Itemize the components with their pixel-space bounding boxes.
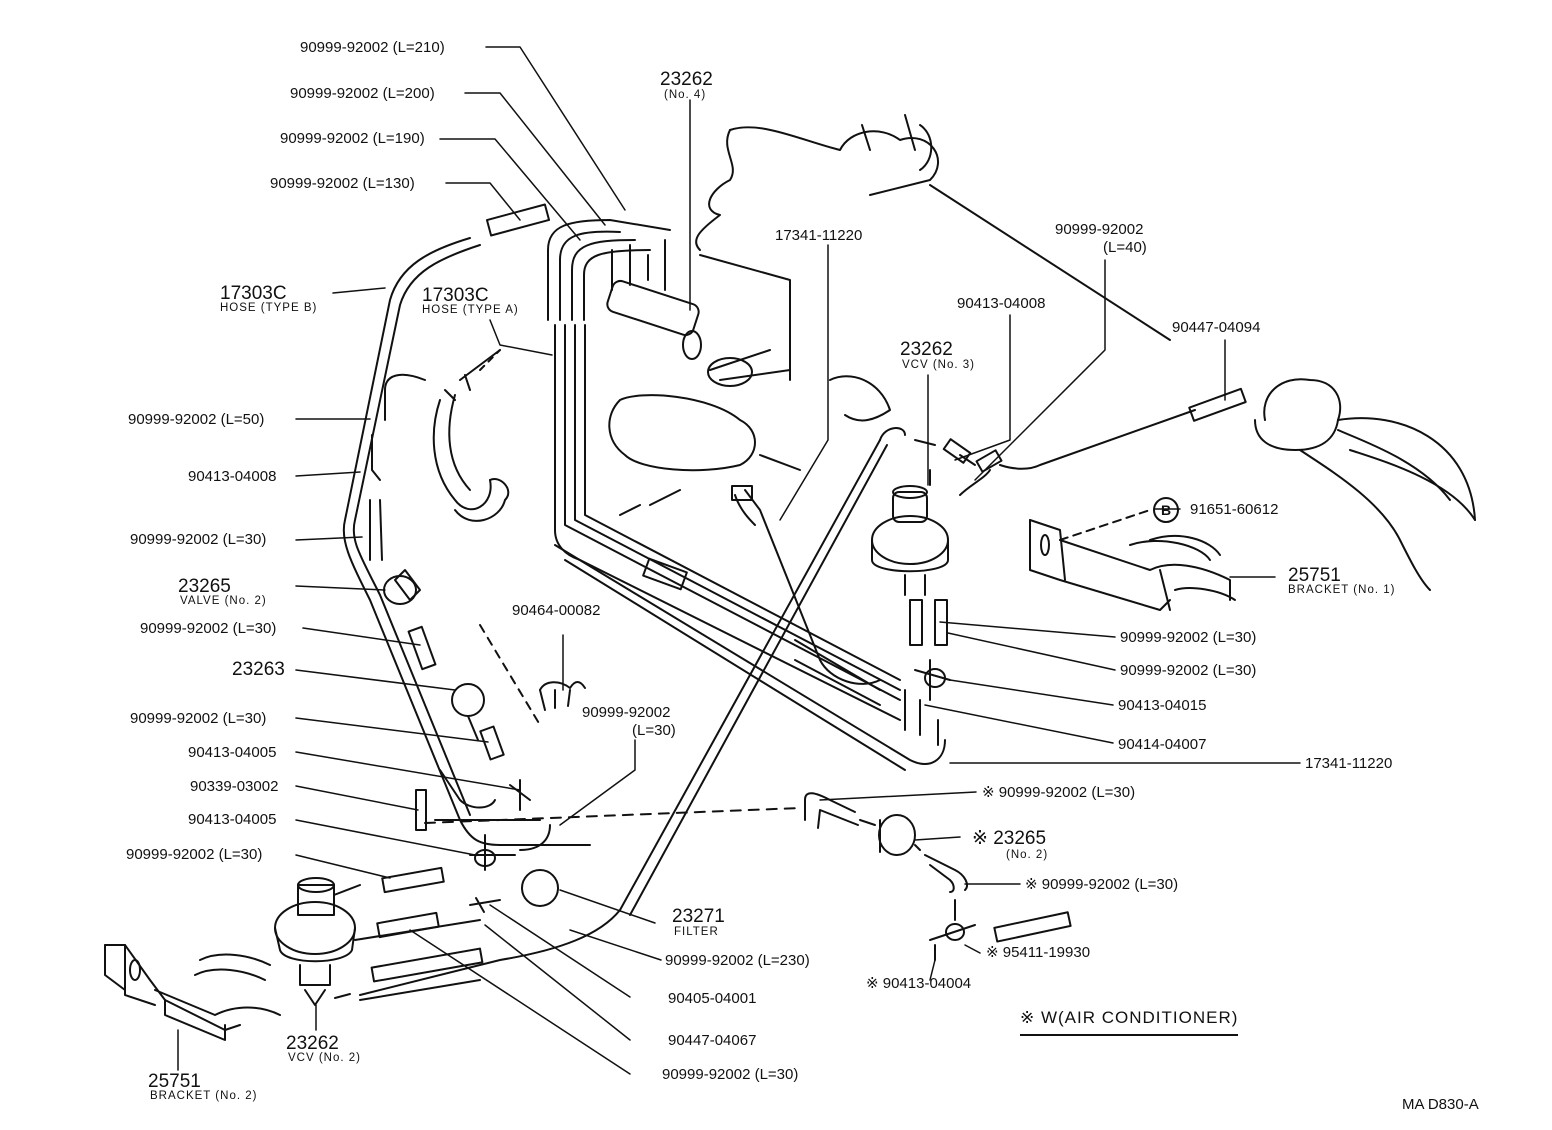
long-pipe xyxy=(359,427,906,996)
label-hose-30-c-length: (L=30) xyxy=(632,722,676,739)
label-hose-a-number: 17303C xyxy=(422,285,489,306)
ac-footnote: ※ W(AIR CONDITIONER) xyxy=(1020,1008,1239,1036)
drawing-code: MA D830-A xyxy=(1402,1096,1479,1113)
left-components xyxy=(354,373,559,1001)
pipe-bundle xyxy=(554,324,946,771)
label-tee-04008-left: 90413-04008 xyxy=(188,468,277,485)
label-ac-hose-30-a: ※ 90999-92002 (L=30) xyxy=(982,784,1136,801)
label-hose-b-number: 17303C xyxy=(220,283,287,304)
center-hose xyxy=(619,485,881,706)
label-hose-30-right-1: 90999-92002 (L=30) xyxy=(1120,629,1257,646)
label-clip-60612: 91651-60612 xyxy=(1190,501,1279,518)
hose-type-b xyxy=(342,203,591,846)
label-tee-04008-right: 90413-04008 xyxy=(957,295,1046,312)
label-hose-30-right-2: 90999-92002 (L=30) xyxy=(1120,662,1257,679)
label-hose-30-c-number: 90999-92002 xyxy=(582,704,671,721)
label-vcv3-number: 23262 xyxy=(900,339,953,360)
label-tee-04005-a: 90413-04005 xyxy=(188,744,277,761)
label-hose-a-sub: HOSE (TYPE A) xyxy=(422,304,519,316)
label-valve2-number: 23265 xyxy=(178,576,231,597)
label-plug-03002: 90339-03002 xyxy=(190,778,279,795)
label-vcv2-number: 23262 xyxy=(286,1033,339,1054)
vcv-no3-drawing xyxy=(871,469,951,746)
label-valve-04067: 90447-04067 xyxy=(668,1032,757,1049)
label-hose-40-length: (L=40) xyxy=(1103,239,1147,256)
right-top-hoses xyxy=(914,387,1247,496)
label-hose-50: 90999-92002 (L=50) xyxy=(128,411,265,428)
label-filter-number: 23271 xyxy=(672,906,725,927)
top-hoses xyxy=(547,219,702,360)
label-valve-04094: 90447-04094 xyxy=(1172,319,1261,336)
label-bracket2-number: 25751 xyxy=(148,1071,201,1092)
label-bracket2-sub: BRACKET (No. 2) xyxy=(150,1090,258,1102)
label-ac-tee-04004: ※ 90413-04004 xyxy=(866,975,972,992)
label-hose-210: 90999-92002 (L=210) xyxy=(300,39,445,56)
label-hose-130: 90999-92002 (L=130) xyxy=(270,175,415,192)
label-hose-30-a: 90999-92002 (L=30) xyxy=(130,531,267,548)
label-bracket1-sub: BRACKET (No. 1) xyxy=(1288,584,1396,596)
vcv-no2-drawing xyxy=(274,877,361,1006)
label-bracket1-number: 25751 xyxy=(1288,565,1341,586)
label-joint-04007: 90414-04007 xyxy=(1118,736,1207,753)
label-pipe-bottom: 17341-11220 xyxy=(1305,755,1393,772)
label-vcv2-sub: VCV (No. 2) xyxy=(288,1052,361,1064)
label-hose-190: 90999-92002 (L=190) xyxy=(280,130,425,147)
label-valve2-sub: VALVE (No. 2) xyxy=(180,595,267,607)
clip-drawing xyxy=(539,681,586,711)
label-ac-hose-19930: ※ 95411-19930 xyxy=(986,944,1091,961)
label-hose-30-d: 90999-92002 (L=30) xyxy=(130,710,267,727)
label-ac-valve-sub: (No. 2) xyxy=(1006,849,1049,861)
label-ac-valve-number: ※ 23265 xyxy=(972,828,1047,849)
engine-outline xyxy=(608,114,1476,591)
bracket-no2-drawing xyxy=(104,944,281,1041)
bracket-no1-drawing xyxy=(1029,509,1236,611)
label-tee-04005-b: 90413-04005 xyxy=(188,811,277,828)
label-tee-04015: 90413-04015 xyxy=(1118,697,1207,714)
label-hose-230: 90999-92002 (L=230) xyxy=(665,952,810,969)
leader-lines xyxy=(177,46,1301,1075)
label-vcv4-sub: (No. 4) xyxy=(664,89,707,101)
label-filter-sub: FILTER xyxy=(674,926,719,938)
label-ac-hose-30-b: ※ 90999-92002 (L=30) xyxy=(1025,876,1179,893)
label-hose-b-sub: HOSE (TYPE B) xyxy=(220,302,318,314)
label-joint-04001: 90405-04001 xyxy=(668,990,757,1007)
label-part-23263: 23263 xyxy=(232,659,285,680)
label-hose-30-f: 90999-92002 (L=30) xyxy=(662,1066,799,1083)
left-curved-hose xyxy=(432,349,510,522)
label-clip-00082: 90464-00082 xyxy=(512,602,601,619)
label-vcv4-number: 23262 xyxy=(660,69,713,90)
label-vcv3-sub: VCV (No. 3) xyxy=(902,359,975,371)
label-hose-30-e: 90999-92002 (L=30) xyxy=(126,846,263,863)
clip-letter-badge: B xyxy=(1153,497,1179,523)
label-hose-30-b: 90999-92002 (L=30) xyxy=(140,620,277,637)
label-hose-200: 90999-92002 (L=200) xyxy=(290,85,435,102)
label-pipe-top: 17341-11220 xyxy=(775,227,863,244)
label-hose-40-number: 90999-92002 xyxy=(1055,221,1144,238)
